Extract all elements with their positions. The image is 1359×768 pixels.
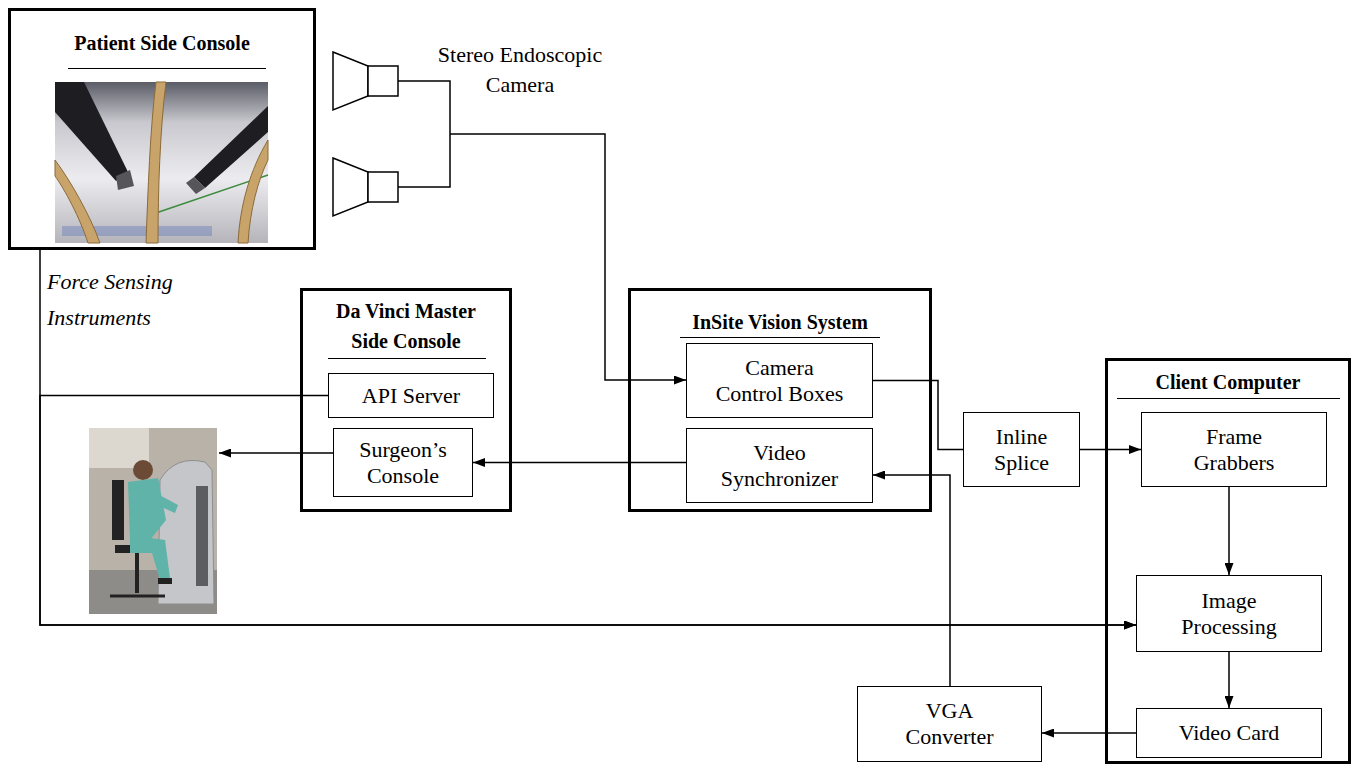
signal-label: Force Sensing Instruments xyxy=(47,264,227,336)
process-box: Camera Control Boxes xyxy=(686,343,873,418)
group-box: API ServerSurgeon’s Console Da Vinci Mast… xyxy=(300,288,512,512)
stereo-camera-symbol xyxy=(333,52,398,216)
signal-connector xyxy=(1228,652,1230,708)
process-box: Video Card xyxy=(1136,708,1322,758)
group-box: Frame GrabbersImage ProcessingVideo Card… xyxy=(1105,358,1351,764)
heading-rule xyxy=(68,68,266,69)
signal-connector xyxy=(40,250,1136,625)
display-arrow xyxy=(219,452,333,454)
signal-connector xyxy=(473,462,686,464)
box-text: Video Card xyxy=(1179,720,1280,746)
box-text: Inline Splice xyxy=(972,424,1072,476)
signal-connector xyxy=(1042,732,1136,734)
heading-text: Client Computer xyxy=(1156,369,1301,395)
process-box: Video Synchronizer xyxy=(686,428,873,503)
heading-rule xyxy=(328,358,486,359)
group-heading: Client Computer xyxy=(1108,369,1348,395)
component-label: Stereo Endoscopic Camera xyxy=(405,40,635,100)
box-text: VGA Converter xyxy=(895,698,1005,750)
signal-connector xyxy=(1228,487,1230,575)
process-box: Frame Grabbers xyxy=(1141,412,1327,487)
heading-text: Da Vinci Master Side Console xyxy=(321,296,491,356)
group-box: Camera Control BoxesVideo Synchronizer In… xyxy=(628,288,932,512)
endoscope-photo xyxy=(55,82,268,243)
box-text: API Server xyxy=(362,383,460,409)
heading-text: Patient Side Console xyxy=(74,29,250,57)
box-text: Camera Control Boxes xyxy=(710,355,850,407)
box-text: Frame Grabbers xyxy=(1179,424,1289,476)
process-box: Inline Splice xyxy=(963,412,1080,487)
heading-text: InSite Vision System xyxy=(692,309,868,335)
signal-connector xyxy=(1080,449,1141,451)
box-text: Surgeon’s Console xyxy=(343,437,463,489)
box-text: Image Processing xyxy=(1174,588,1284,640)
signal-connector xyxy=(40,396,1136,626)
signal-connector xyxy=(873,475,950,686)
group-box: Patient Side Console xyxy=(8,8,316,250)
group-heading: Da Vinci Master Side Console xyxy=(303,296,509,356)
group-heading: InSite Vision System xyxy=(631,309,929,335)
process-box: API Server xyxy=(328,373,494,418)
box-text: Video Synchronizer xyxy=(710,440,850,492)
camera-wire xyxy=(450,134,686,380)
process-box: VGA Converter xyxy=(857,686,1042,762)
heading-rule xyxy=(1117,398,1340,399)
surgeon-photo xyxy=(89,428,217,614)
process-box: Surgeon’s Console xyxy=(333,428,473,497)
process-box: Image Processing xyxy=(1136,575,1322,652)
heading-rule xyxy=(680,337,880,338)
signal-connector xyxy=(873,381,963,450)
camera-wire xyxy=(398,81,450,187)
group-heading: Patient Side Console xyxy=(11,29,313,57)
